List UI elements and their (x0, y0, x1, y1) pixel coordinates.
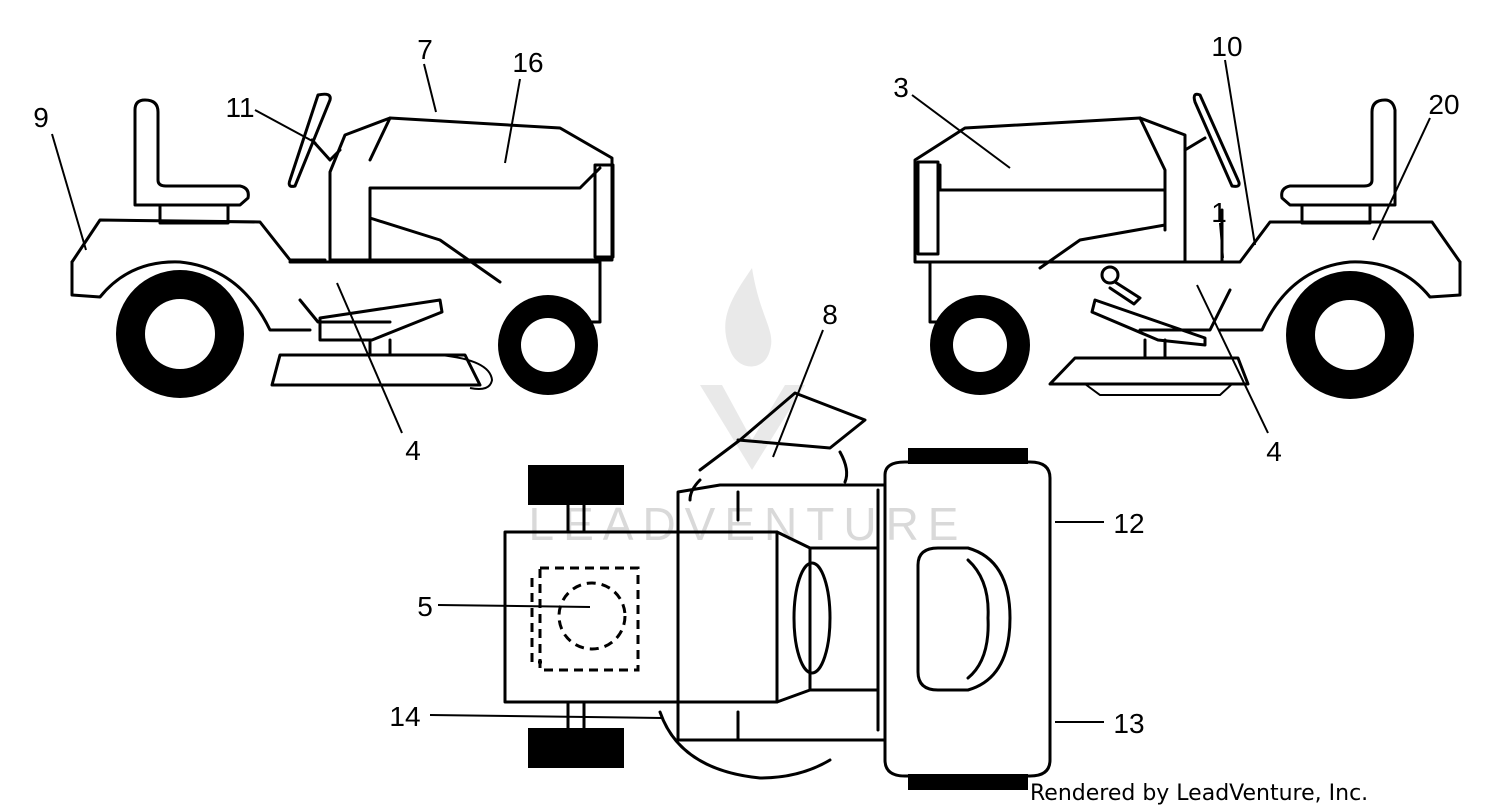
callout-12: 12 (1113, 508, 1144, 539)
leader-4a (336, 282, 403, 434)
callout-8: 8 (822, 299, 838, 330)
callout-13: 13 (1113, 708, 1144, 739)
watermark-text: LEADVENTURE (529, 498, 968, 550)
leader-1 (1219, 222, 1224, 259)
callout-9: 9 (33, 102, 49, 133)
leader-3 (911, 94, 1011, 169)
leader-lines (51, 59, 1431, 723)
callout-labels: 9 11 7 16 4 3 10 1 20 4 8 12 13 5 14 (33, 31, 1459, 739)
leader-14 (429, 714, 663, 719)
callout-4-right: 4 (1266, 436, 1282, 467)
tractor-left-side-view (70, 92, 615, 398)
callout-11: 11 (225, 92, 254, 123)
leader-10 (1224, 59, 1256, 246)
render-credit: Rendered by LeadVenture, Inc. (1030, 781, 1368, 806)
callout-14: 14 (389, 701, 420, 732)
callout-4-left: 4 (405, 435, 421, 466)
leader-11 (254, 109, 317, 144)
watermark-logo-icon (700, 268, 805, 470)
tractor-top-view (503, 391, 1052, 790)
callout-3: 3 (893, 72, 909, 103)
callout-20: 20 (1428, 89, 1459, 120)
leader-7 (423, 63, 437, 113)
callout-10: 10 (1211, 31, 1242, 62)
callout-16: 16 (512, 47, 543, 78)
leader-4b (1196, 284, 1269, 434)
leader-9 (51, 133, 87, 251)
leader-20 (1372, 117, 1431, 241)
callout-7: 7 (417, 34, 433, 65)
leader-16 (504, 78, 521, 164)
leader-8 (772, 329, 824, 458)
watermark: LEADVENTURE (529, 268, 968, 550)
callout-1: 1 (1211, 197, 1227, 228)
leader-5 (437, 604, 591, 608)
callout-5: 5 (417, 591, 433, 622)
tractor-right-side-view (913, 92, 1462, 399)
